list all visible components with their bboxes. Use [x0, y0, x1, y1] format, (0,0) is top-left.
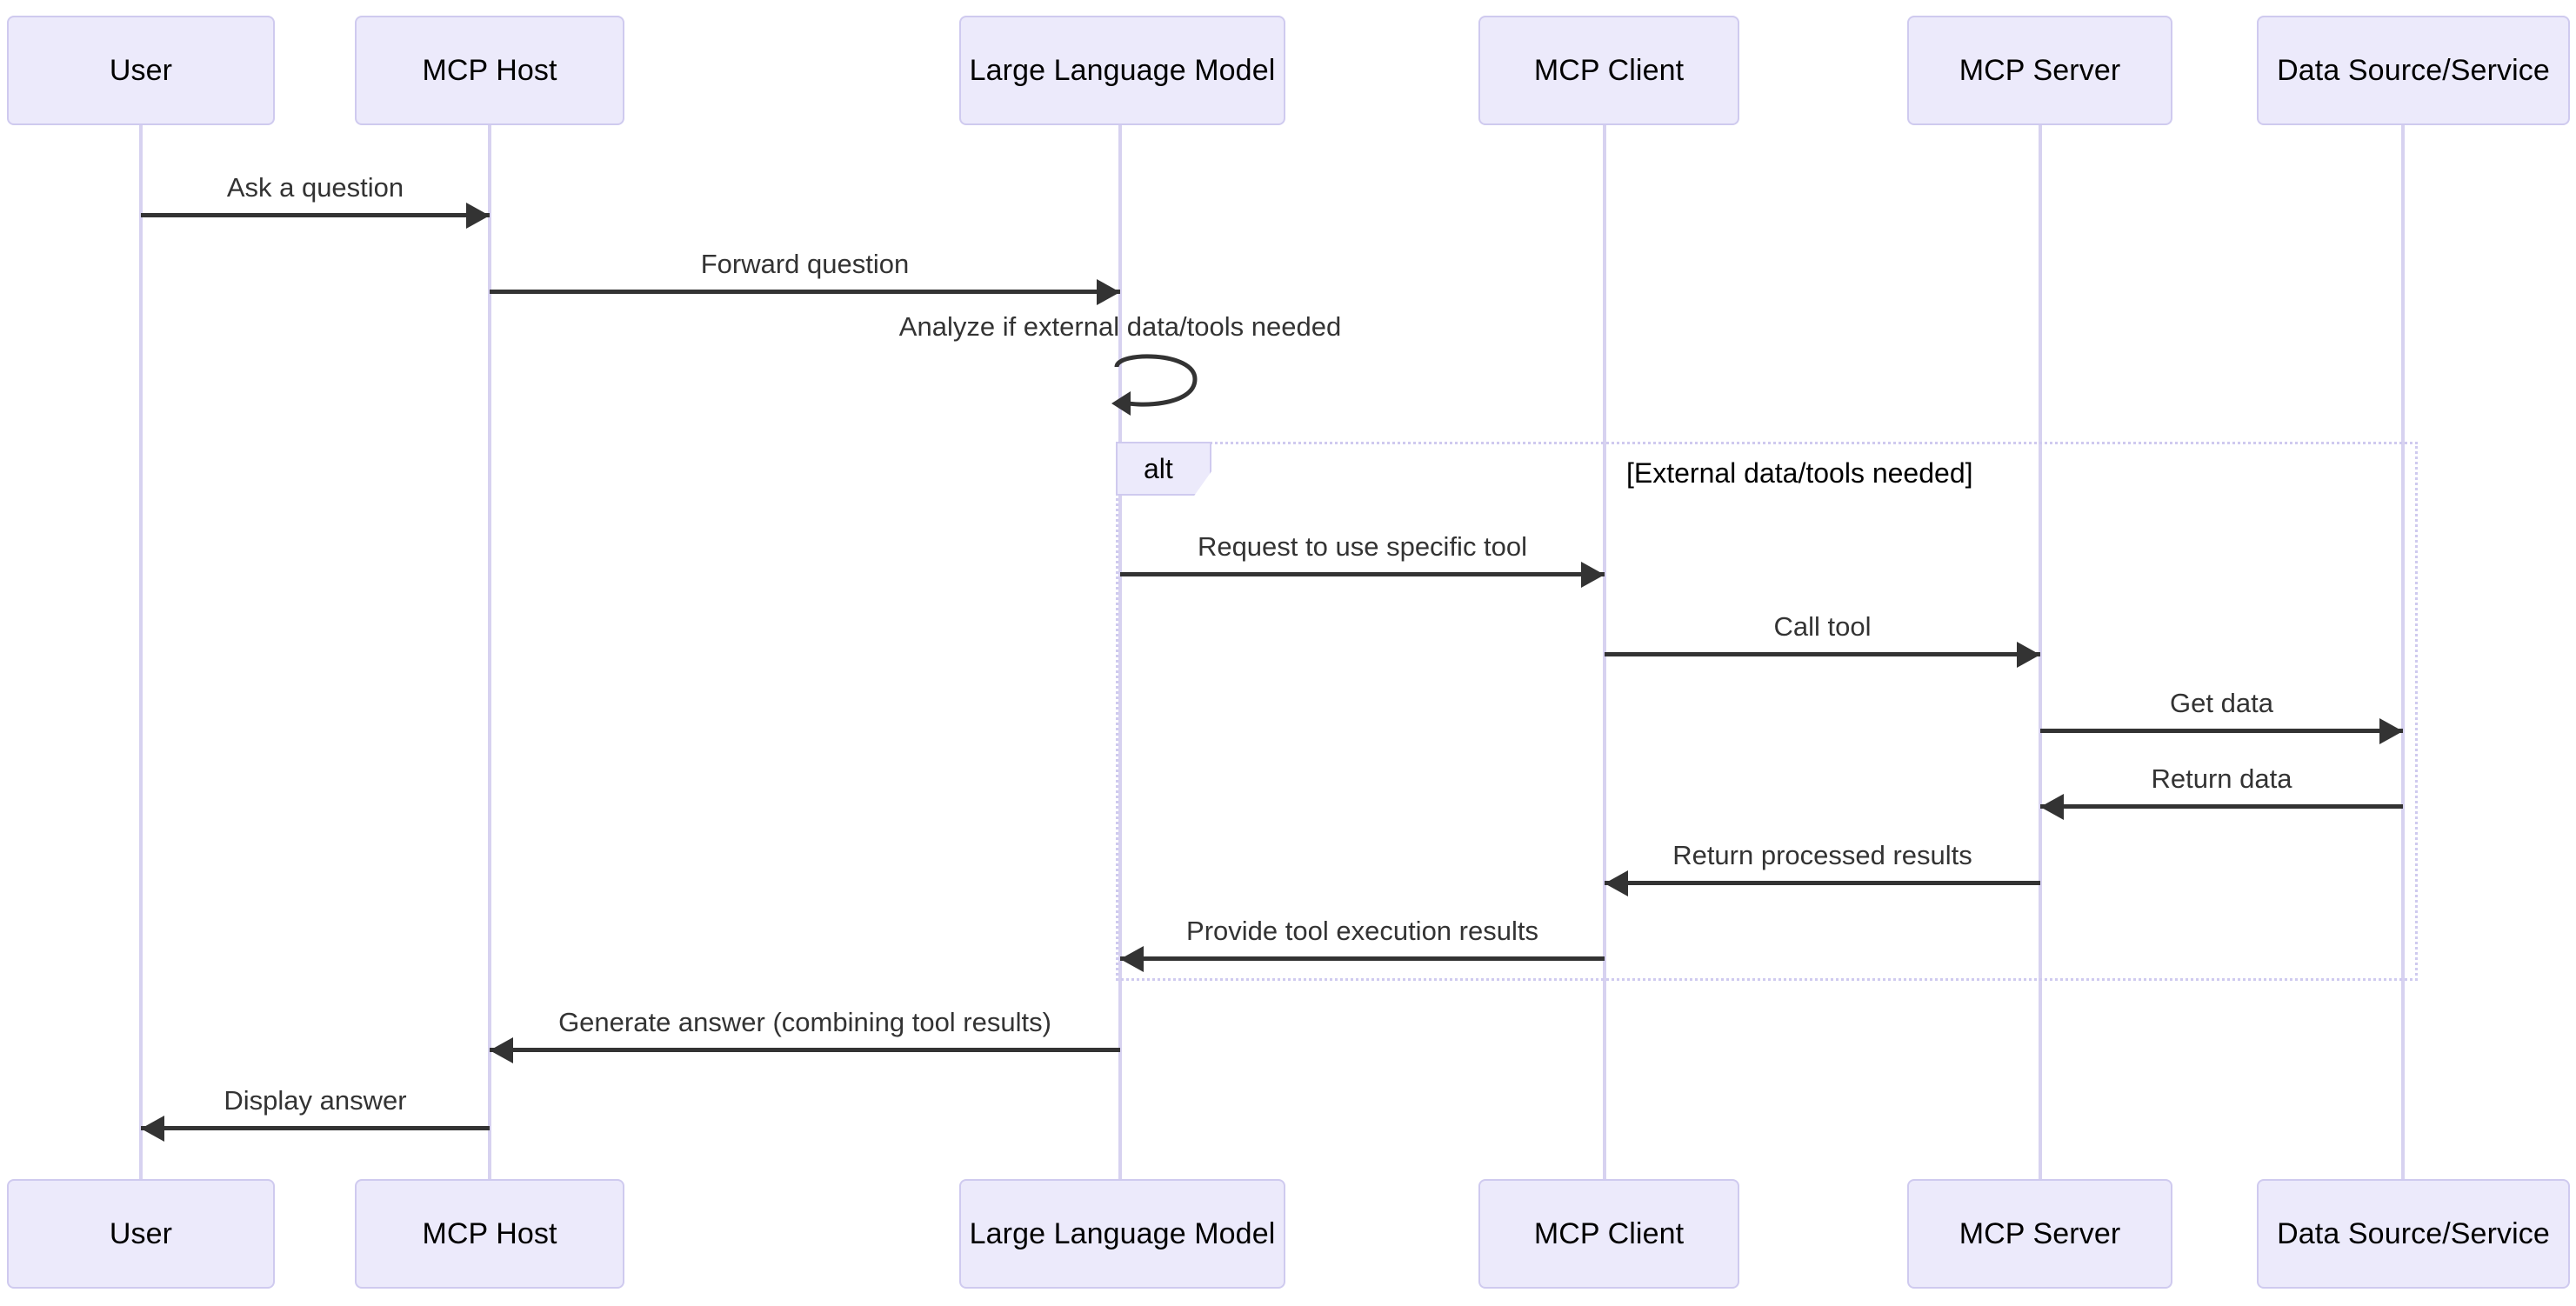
self-message-label: Analyze if external data/tools needed — [898, 311, 1342, 342]
participant-label: User — [109, 1216, 173, 1250]
arrowhead-icon — [141, 1116, 164, 1142]
message-label: Call tool — [1773, 611, 1872, 642]
participant-bottom-server[interactable]: MCP Server — [1907, 1179, 2172, 1289]
arrowhead-icon — [2379, 718, 2403, 744]
message-line — [1605, 881, 2040, 885]
participant-label: MCP Host — [422, 1216, 557, 1250]
arrowhead-icon — [1120, 946, 1144, 972]
arrowhead-icon — [2017, 642, 2040, 668]
lifeline-llm — [1118, 125, 1122, 1179]
message-label: Return data — [2151, 763, 2292, 794]
message-label: Provide tool execution results — [1186, 916, 1538, 946]
participant-label: MCP Client — [1533, 1216, 1685, 1250]
alt-fragment-operator-tag: alt — [1116, 442, 1211, 496]
message-label: Return processed results — [1672, 840, 1972, 870]
message-label: Display answer — [224, 1085, 407, 1116]
participant-bottom-client[interactable]: MCP Client — [1478, 1179, 1739, 1289]
self-message-s1: Analyze if external data/tools needed — [899, 313, 1341, 452]
alt-fragment-frame — [1116, 442, 2418, 981]
participant-bottom-source[interactable]: Data Source/Service — [2257, 1179, 2570, 1289]
arrowhead-icon — [1605, 870, 1628, 896]
participant-label: MCP Server — [1959, 53, 2121, 87]
participant-top-server[interactable]: MCP Server — [1907, 16, 2172, 125]
participant-label: MCP Client — [1533, 53, 1685, 87]
self-loop-icon — [1111, 354, 1198, 416]
alt-fragment-condition: [External data/tools needed] — [1626, 457, 1973, 489]
participant-label: MCP Host — [422, 53, 557, 87]
participant-label: Large Language Model — [969, 53, 1276, 87]
message-line — [1120, 956, 1605, 961]
participant-label: Data Source/Service — [2277, 1216, 2550, 1250]
arrowhead-icon — [1581, 562, 1605, 588]
participant-top-host[interactable]: MCP Host — [355, 16, 624, 125]
participant-label: Large Language Model — [969, 1216, 1276, 1250]
participant-bottom-host[interactable]: MCP Host — [355, 1179, 624, 1289]
participant-top-user[interactable]: User — [7, 16, 275, 125]
message-line — [490, 1048, 1120, 1052]
arrowhead-icon — [2040, 794, 2064, 820]
message-label: Get data — [2170, 688, 2273, 718]
message-line — [1120, 572, 1605, 576]
message-line — [1605, 652, 2040, 656]
participant-label: MCP Server — [1959, 1216, 2121, 1250]
arrowhead-icon — [1097, 279, 1120, 305]
participant-bottom-llm[interactable]: Large Language Model — [959, 1179, 1285, 1289]
lifeline-source — [2401, 125, 2405, 1179]
lifeline-host — [488, 125, 491, 1179]
message-line — [490, 290, 1120, 294]
lifeline-server — [2039, 125, 2042, 1179]
alt-operator-label: alt — [1144, 452, 1173, 484]
participant-label: User — [109, 53, 173, 87]
message-label: Forward question — [700, 249, 910, 279]
message-label: Generate answer (combining tool results) — [558, 1007, 1051, 1037]
message-label: Request to use specific tool — [1197, 531, 1528, 562]
lifeline-user — [139, 125, 143, 1179]
participant-bottom-user[interactable]: User — [7, 1179, 275, 1289]
arrowhead-icon — [490, 1037, 513, 1063]
message-line — [141, 1126, 490, 1130]
participant-top-client[interactable]: MCP Client — [1478, 16, 1739, 125]
arrowhead-icon — [466, 203, 490, 229]
message-line — [141, 213, 490, 217]
participant-label: Data Source/Service — [2277, 53, 2550, 87]
participant-top-llm[interactable]: Large Language Model — [959, 16, 1285, 125]
message-line — [2040, 804, 2403, 809]
message-line — [2040, 729, 2403, 733]
participant-top-source[interactable]: Data Source/Service — [2257, 16, 2570, 125]
message-label: Ask a question — [226, 172, 404, 203]
